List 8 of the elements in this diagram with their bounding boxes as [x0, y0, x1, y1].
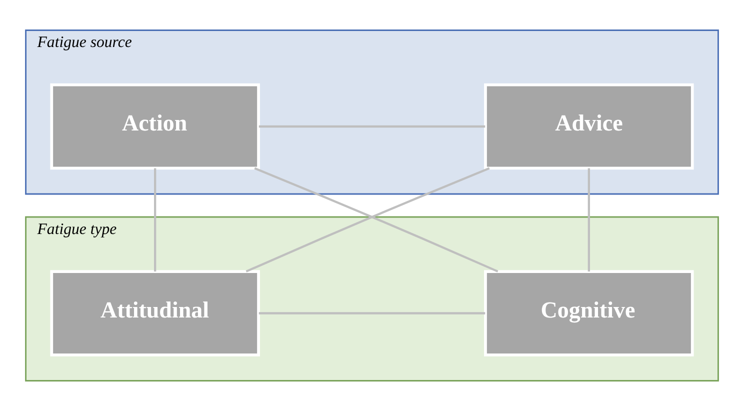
node-box: Action: [50, 83, 260, 170]
connector: [154, 168, 156, 272]
connector: [258, 125, 486, 128]
node-box: Cognitive: [484, 270, 694, 356]
node-box: Advice: [484, 83, 694, 170]
node-box: Attitudinal: [50, 270, 260, 356]
connector: [258, 312, 486, 314]
connector: [588, 168, 590, 272]
